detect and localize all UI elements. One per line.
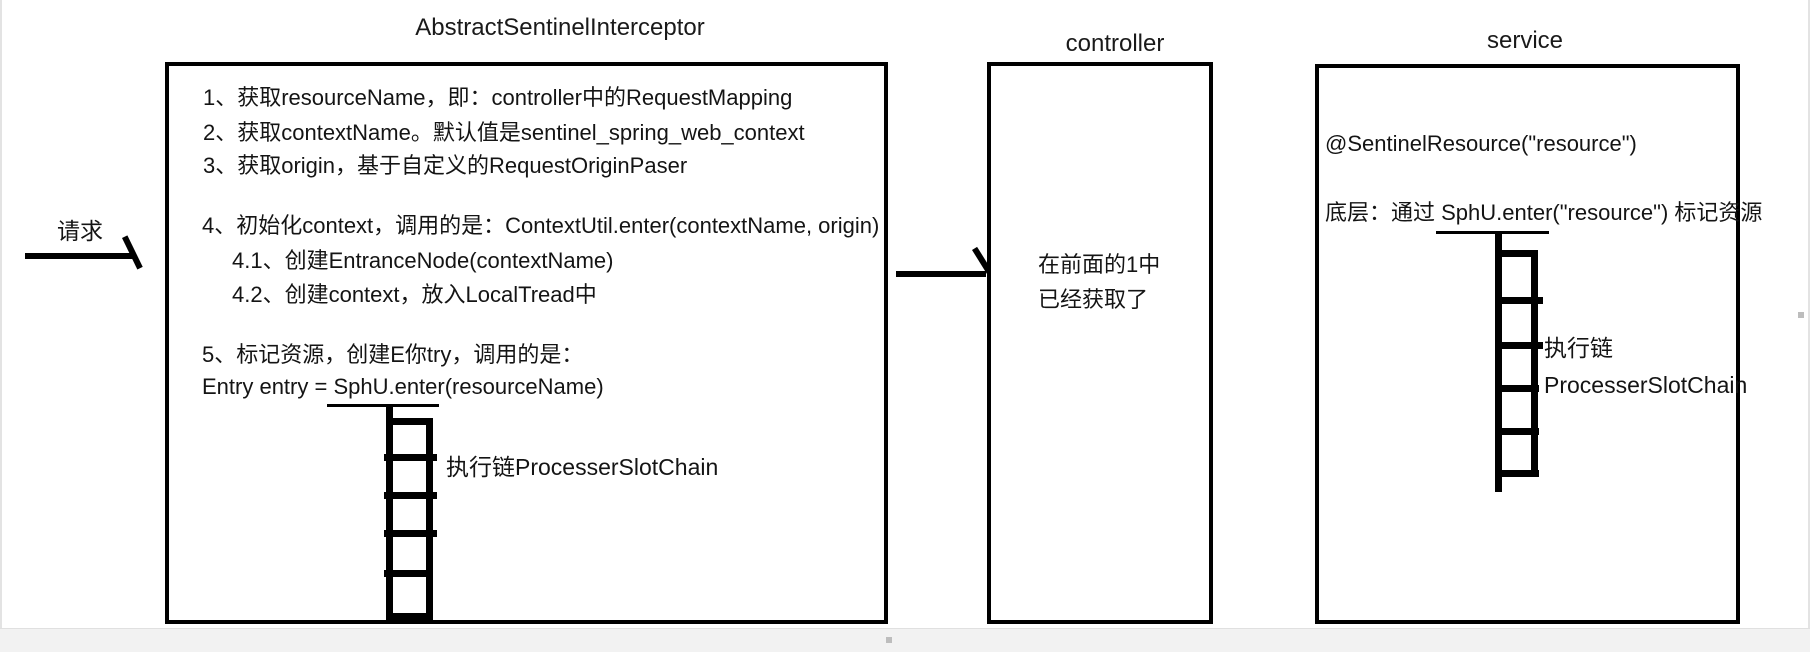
ladder-rung [384,492,437,499]
service-annotation-line: @SentinelResource("resource") [1325,131,1637,156]
controller-block-title: controller [1065,30,1165,57]
service-chain-label-line1: 执行链 [1544,335,1613,361]
ladder-rung [386,613,431,620]
ladder-rail-left [386,418,393,620]
controller-line-1: 在前面的1中 [1038,252,1161,277]
interceptor-enter-underline [327,404,439,407]
ladder-rung [1495,250,1538,257]
interceptor-line-4: 4、初始化context，调用的是：ContextUtil.enter(cont… [202,213,880,238]
bottom-resize-handle[interactable] [886,637,892,643]
page-bottom-band [0,628,1810,652]
interceptor-slot-chain-ladder [378,404,438,620]
ladder-rung [1495,297,1543,304]
request-arrow-shaft [25,253,135,259]
page-edge-left [0,0,2,628]
interceptor-line-1: 1、获取resourceName，即：controller中的RequestMa… [203,85,793,110]
service-underlying-line: 底层：通过 SphU.enter("resource") 标记资源 [1325,200,1763,225]
service-block-title: service [1486,27,1564,54]
interceptor-block-title: AbstractSentinelInterceptor [415,14,705,41]
ladder-rung [1495,385,1539,392]
ladder-stem [1495,232,1502,254]
interceptor-chain-label: 执行链ProcesserSlotChain [446,454,719,480]
controller-line-2: 已经获取了 [1038,287,1149,312]
interceptor-line-3: 3、获取origin，基于自定义的RequestOriginPaser [203,153,688,178]
interceptor-line-4-2: 4.2、创建context，放入LocalTread中 [232,282,597,307]
interceptor-line-2: 2、获取contextName。默认值是sentinel_spring_web_… [203,120,805,145]
ladder-stem [386,404,393,422]
ladder-rail-left [1495,250,1502,492]
ladder-rail-right [426,418,433,620]
page-edge-right [1808,0,1810,628]
side-resize-handle[interactable] [1798,312,1804,318]
ladder-rail-right [1531,250,1538,476]
controller-block [987,62,1213,624]
service-enter-underline [1436,231,1549,234]
service-chain-label-line2: ProcesserSlotChain [1544,372,1748,398]
interceptor-line-4-1: 4.1、创建EntranceNode(contextName) [232,248,614,273]
ladder-rung [386,418,433,425]
ladder-rung [384,570,431,577]
ladder-rung [1495,470,1539,477]
ladder-rung [1495,342,1543,349]
request-arrow-label: 请求 [57,218,103,244]
service-slot-chain-ladder [1487,232,1543,492]
ladder-rung [1495,428,1539,435]
ladder-rung [384,454,437,461]
ladder-rung [384,530,437,537]
interceptor-entry-code: Entry entry = SphU.enter(resourceName) [202,374,604,399]
interceptor-block [165,62,888,624]
interceptor-line-5: 5、标记资源，创建E你try，调用的是： [202,342,584,367]
interceptor-to-controller-shaft [896,271,986,277]
